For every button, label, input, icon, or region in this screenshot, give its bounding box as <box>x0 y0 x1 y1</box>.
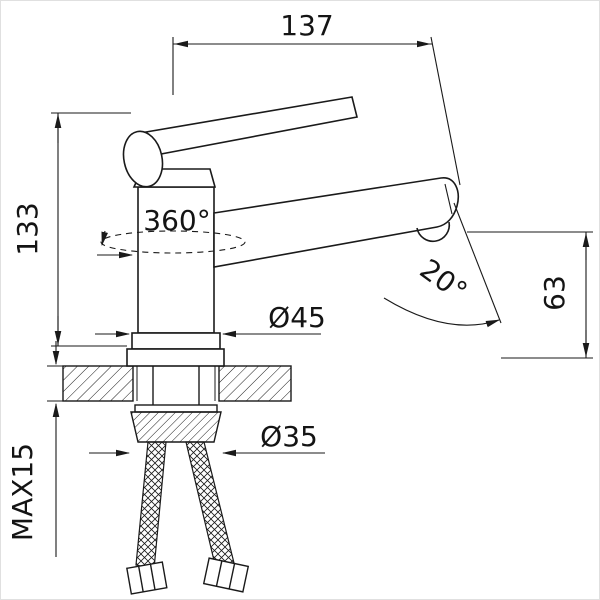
dim-body-diameter-label: Ø45 <box>268 301 326 334</box>
dim-top-width-label: 137 <box>280 9 333 42</box>
base-ring-upper <box>131 332 221 350</box>
swivel-annotation <box>97 230 246 259</box>
washer <box>134 404 218 413</box>
spout-tilt-label: 20° <box>414 252 474 308</box>
ext-line <box>430 36 461 186</box>
spout-tip-line <box>444 183 453 215</box>
faucet <box>122 96 459 367</box>
spout-tilt-annotation <box>383 202 502 328</box>
handle-lever <box>144 96 358 155</box>
tilt-arc-arrow <box>383 297 501 328</box>
under-counter <box>126 366 250 595</box>
swivel-angle-label: 360° <box>143 204 210 237</box>
spout-aerator <box>416 221 451 243</box>
hose-right <box>185 441 235 570</box>
tilt-reference-line <box>453 202 502 324</box>
hose-fitting-right <box>202 557 250 593</box>
countertop-left <box>62 365 134 402</box>
dim-max-thickness <box>47 341 65 557</box>
lock-nut <box>130 411 222 443</box>
dim-spout-height <box>467 231 593 359</box>
swivel-ellipse <box>100 230 246 254</box>
swivel-arrow <box>101 230 109 247</box>
spout <box>213 177 459 268</box>
dim-hole-diameter-label: Ø35 <box>260 420 318 453</box>
countertop-right <box>218 365 292 402</box>
dim-height-left-label: 133 <box>11 202 44 255</box>
dim-height-left <box>51 112 131 347</box>
dim-spout-height-label: 63 <box>538 275 571 311</box>
dim-top-width <box>172 36 461 186</box>
dim-max-thickness-label: MAX15 <box>6 443 39 541</box>
handle-knob <box>122 130 164 188</box>
hose-left <box>135 441 167 570</box>
base-flange <box>126 348 225 367</box>
countertop <box>62 365 292 402</box>
hose-fitting-left <box>126 561 168 595</box>
